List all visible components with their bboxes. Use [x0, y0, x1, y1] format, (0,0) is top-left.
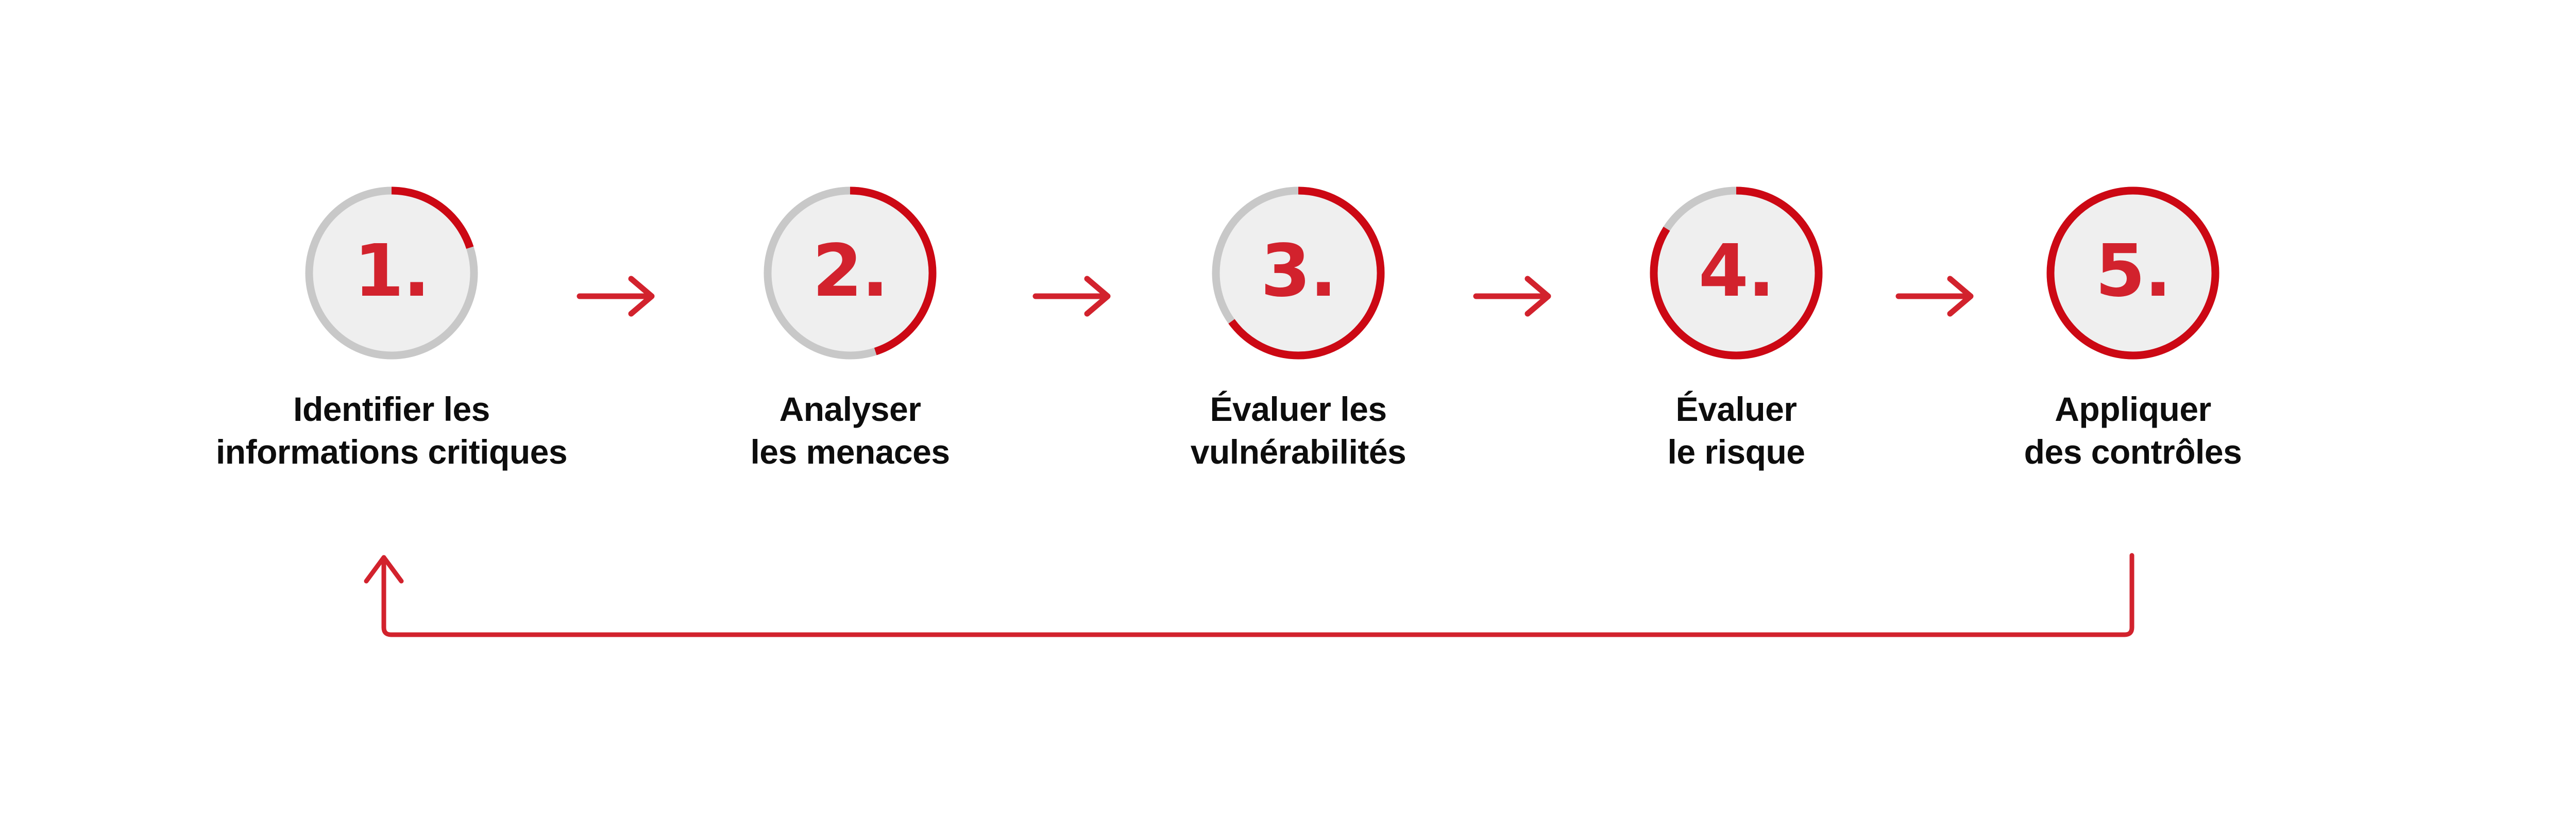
step-label-line2: les menaces [750, 433, 950, 471]
process-step-5[interactable]: 5. Appliquer des contrôles [1989, 183, 2277, 473]
step-number-4: 4. [1698, 229, 1775, 313]
step-label-line2: informations critiques [215, 433, 568, 471]
step-number-5: 5. [2095, 229, 2172, 313]
process-step-1[interactable]: 1. Identifier les informations critiques [216, 183, 568, 473]
step-number-3: 3. [1260, 229, 1337, 313]
step-label-line2: le risque [1667, 433, 1805, 471]
process-step-4[interactable]: 4. Évaluer le risque [1592, 183, 1880, 473]
step-label-line1: Appliquer [2055, 390, 2211, 428]
step-label-line1: Évaluer [1675, 390, 1797, 428]
process-step-3[interactable]: 3. Évaluer les vulnérabilités [1154, 183, 1443, 473]
progress-ring-1: 1. [301, 183, 482, 363]
step-label-line2: des contrôles [2024, 433, 2242, 471]
progress-ring-4: 4. [1646, 183, 1826, 363]
step-label-2: Analyser les menaces [750, 388, 950, 473]
step-number-2: 2. [812, 229, 889, 313]
step-label-line1: Identifier les [293, 390, 490, 428]
arrow-2-to-3 [1030, 265, 1123, 327]
step-label-line2: vulnérabilités [1190, 433, 1406, 471]
step-label-4: Évaluer le risque [1668, 388, 1805, 473]
step-number-1: 1. [353, 229, 431, 313]
progress-ring-2: 2. [760, 183, 940, 363]
step-label-1: Identifier les informations critiques [215, 388, 568, 473]
progress-ring-3: 3. [1208, 183, 1388, 363]
arrow-3-to-4 [1471, 265, 1564, 327]
progress-ring-5: 5. [2043, 183, 2223, 363]
step-label-line1: Analyser [779, 390, 921, 428]
arrow-1-to-2 [574, 265, 667, 327]
step-label-5: Appliquer des contrôles [2024, 388, 2242, 473]
step-label-3: Évaluer les vulnérabilités [1191, 388, 1406, 473]
process-step-2[interactable]: 2. Analyser les menaces [706, 183, 994, 473]
step-label-line1: Évaluer les [1210, 390, 1387, 428]
arrow-4-to-5 [1893, 265, 1986, 327]
